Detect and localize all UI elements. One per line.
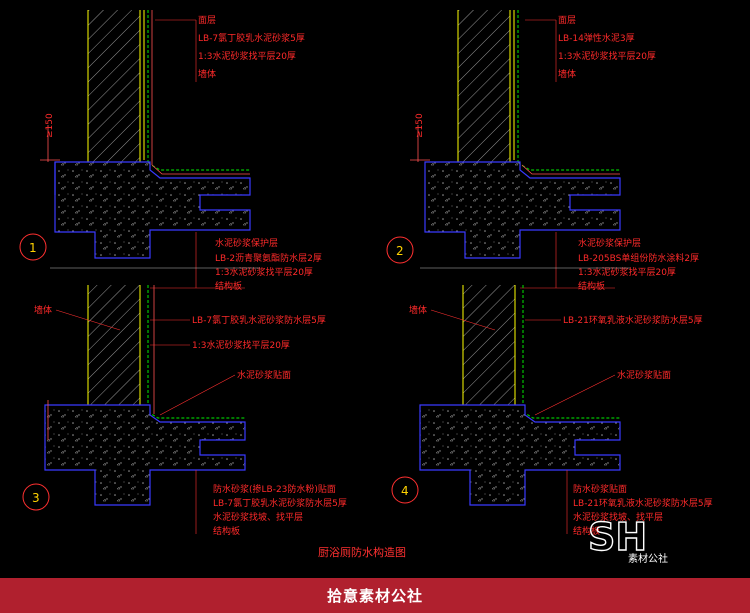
wall-hatch — [88, 10, 140, 162]
label-top-2: LB-14弹性水泥3厚 — [558, 32, 635, 44]
watermark-logo: SH — [588, 515, 647, 559]
detail-number: 4 — [401, 484, 409, 498]
detail-number: 3 — [32, 491, 40, 505]
detail-3: 3 墙体 LB-7氯丁胶乳水泥砂浆防水层5厚 1:3水泥砂浆找平层20厚 水泥砂… — [22, 285, 347, 537]
label-bottom-1: 水泥砂浆保护层 — [215, 237, 278, 249]
label-bottom-2: LB-21环氧乳液水泥砂浆防水层5厚 — [573, 497, 713, 509]
label-right-1: LB-7氯丁胶乳水泥砂浆防水层5厚 — [192, 314, 326, 326]
label-bottom-3: 水泥砂浆找坡、找平层 — [573, 511, 663, 523]
label-bottom-2: LB-205BS单组份防水涂料2厚 — [578, 252, 699, 264]
label-bottom-4: 结构板 — [578, 280, 605, 292]
label-bottom-3: 1:3水泥砂浆找平层20厚 — [215, 266, 313, 278]
label-top-3: 1:3水泥砂浆找平层20厚 — [558, 50, 656, 62]
dimension-label: ≥150 — [415, 113, 425, 138]
watermark-text: 素材公社 — [628, 552, 668, 565]
detail-2: ≥150 2 面层 LB-14弹性水泥3厚 1:3水泥砂浆找平层20厚 墙体 水… — [386, 10, 699, 292]
label-bottom-1: 水泥砂浆保护层 — [578, 237, 641, 249]
wall-hatch — [88, 285, 140, 405]
detail-number-circle — [391, 476, 419, 504]
detail-number-circle — [386, 236, 414, 264]
drawing-title: 厨浴厕防水构造图 — [318, 545, 406, 559]
label-right-2: 水泥砂浆贴面 — [617, 369, 671, 381]
label-bottom-4: 结构板 — [573, 525, 600, 537]
structural-slab — [419, 404, 621, 506]
wall-hatch — [463, 285, 515, 405]
label-bottom-2: LB-7氯丁胶乳水泥砂浆防水层5厚 — [213, 497, 347, 509]
label-top-4: 墙体 — [558, 68, 576, 80]
label-wall: 墙体 — [34, 304, 52, 316]
label-top-1: 面层 — [198, 15, 216, 26]
label-bottom-1: 防水砂浆贴面 — [573, 483, 627, 495]
label-bottom-2: LB-2沥青聚氨酯防水层2厚 — [215, 252, 322, 264]
label-bottom-4: 结构板 — [215, 280, 242, 292]
footer-banner: 拾意素材公社 — [0, 578, 750, 613]
detail-number-circle — [19, 233, 47, 261]
label-bottom-3: 水泥砂浆找坡、找平层 — [213, 511, 303, 523]
label-top-1: 面层 — [558, 15, 576, 26]
label-bottom-1: 防水砂浆(掺LB-23防水粉)贴面 — [213, 483, 336, 495]
label-top-3: 1:3水泥砂浆找平层20厚 — [198, 50, 296, 62]
dimension-label: ≥150 — [45, 113, 55, 138]
detail-number-circle — [22, 483, 50, 511]
sh-watermark: SH 素材公社 — [587, 514, 668, 565]
label-wall: 墙体 — [409, 304, 427, 316]
structural-slab — [54, 161, 251, 259]
label-right-3: 水泥砂浆贴面 — [237, 369, 291, 381]
detail-4: 4 墙体 LB-21环氧乳液水泥砂浆防水层5厚 水泥砂浆贴面 防水砂浆贴面 LB… — [391, 285, 713, 537]
label-right-2: 1:3水泥砂浆找平层20厚 — [192, 339, 290, 351]
detail-number: 2 — [396, 244, 404, 258]
detail-1: ≥150 1 面层 LB-7氯丁胶乳水泥砂浆5厚 1:3水泥砂浆找平层20厚 墙… — [19, 10, 322, 292]
label-bottom-4: 结构板 — [213, 525, 240, 537]
label-right-1: LB-21环氧乳液水泥砂浆防水层5厚 — [563, 314, 703, 326]
footer-text: 拾意素材公社 — [326, 587, 423, 605]
drawing-svg: ≥150 1 面层 LB-7氯丁胶乳水泥砂浆5厚 1:3水泥砂浆找平层20厚 墙… — [19, 10, 713, 565]
label-top-4: 墙体 — [198, 68, 216, 80]
structural-slab — [424, 161, 621, 259]
structural-slab — [44, 404, 246, 506]
detail-number: 1 — [29, 241, 37, 255]
label-top-2: LB-7氯丁胶乳水泥砂浆5厚 — [198, 32, 305, 44]
wall-hatch — [458, 10, 510, 162]
label-bottom-3: 1:3水泥砂浆找平层20厚 — [578, 266, 676, 278]
